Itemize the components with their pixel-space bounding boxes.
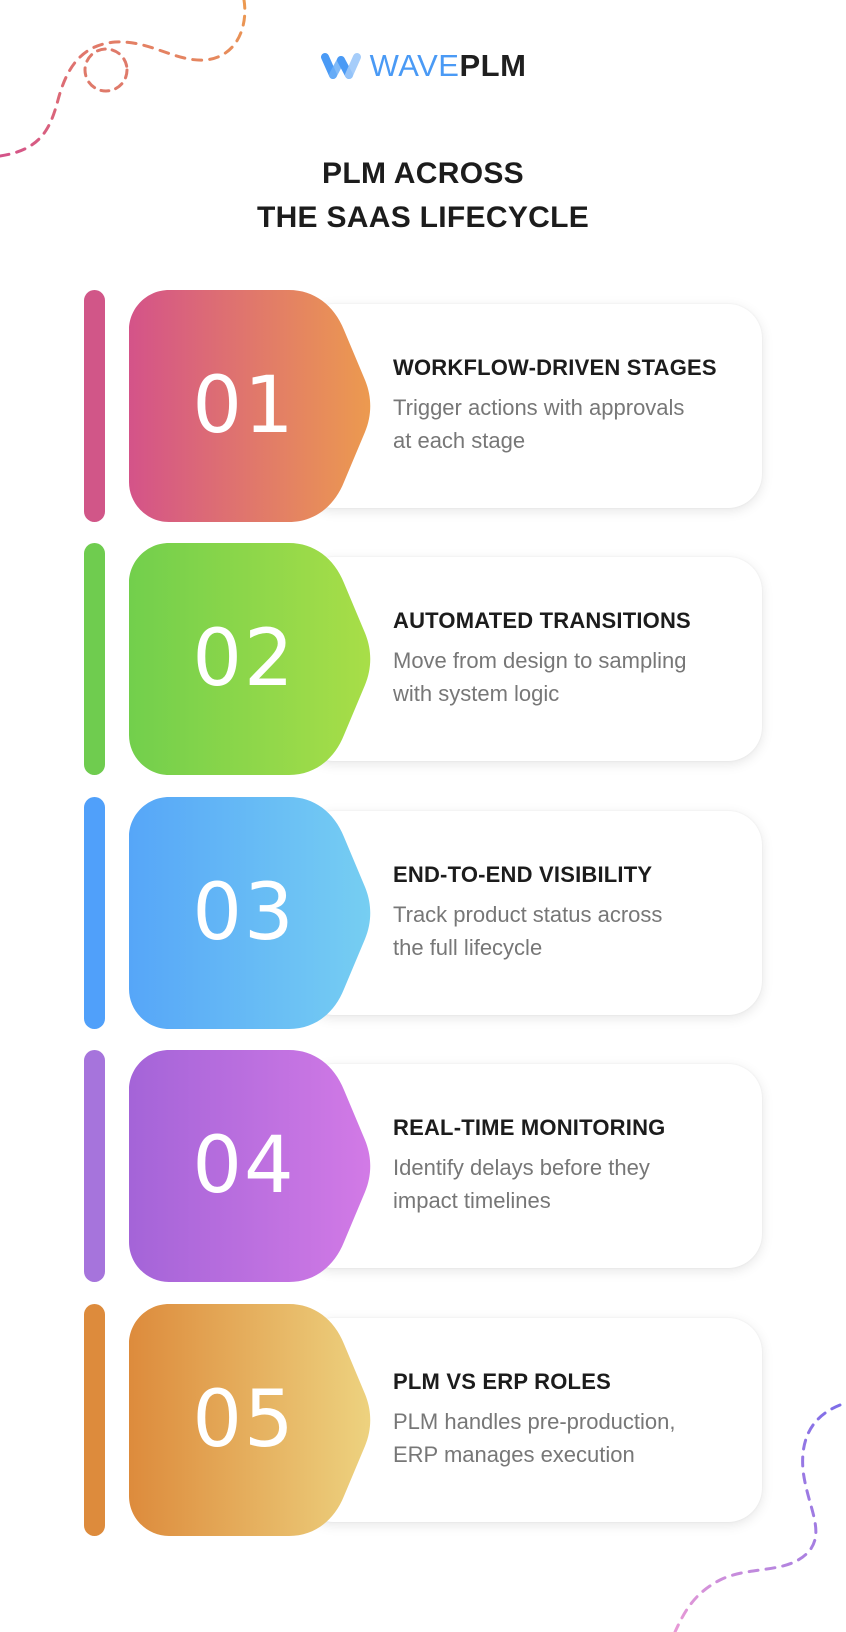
step-card <box>300 304 762 508</box>
step-description-line: Identify delays before they <box>393 1155 650 1180</box>
step-description-line: the full lifecycle <box>393 935 543 960</box>
step-description-line: Move from design to sampling <box>393 648 687 673</box>
step-description-line: Track product status across <box>393 902 663 927</box>
step-description-line: at each stage <box>393 428 526 453</box>
step-heading: END-TO-END VISIBILITY <box>393 862 653 887</box>
page-title-line-2: THE SAAS LIFECYCLE <box>256 201 590 234</box>
step-number-badge: 03 <box>129 797 372 1029</box>
step-description-line: ERP manages execution <box>393 1442 635 1467</box>
step-item-4: 04 REAL-TIME MONITORING Identify delays … <box>0 1050 846 1282</box>
wave-w-icon <box>320 52 361 79</box>
step-card <box>300 557 762 761</box>
step-text: AUTOMATED TRANSITIONS Move from design t… <box>393 543 753 775</box>
step-item-2: 02 AUTOMATED TRANSITIONS Move from desig… <box>0 543 846 775</box>
page-title: PLM ACROSS THE SAAS LIFECYCLE <box>0 152 846 240</box>
step-number: 02 <box>192 614 296 704</box>
step-accent-bar <box>84 1050 105 1282</box>
step-heading: PLM VS ERP ROLES <box>393 1369 611 1394</box>
step-description: Track product status across the full lif… <box>393 898 753 964</box>
step-heading: REAL-TIME MONITORING <box>393 1115 666 1140</box>
step-item-3: 03 END-TO-END VISIBILITY Track product s… <box>0 797 846 1029</box>
step-number: 03 <box>192 868 296 958</box>
step-text: WORKFLOW-DRIVEN STAGES Trigger actions w… <box>393 290 753 522</box>
step-text: PLM VS ERP ROLES PLM handles pre-product… <box>393 1304 753 1536</box>
step-number: 01 <box>192 361 296 451</box>
step-number-badge: 01 <box>129 290 372 522</box>
step-description-line: with system logic <box>393 681 560 706</box>
step-item-5: 05 PLM VS ERP ROLES PLM handles pre-prod… <box>0 1304 846 1536</box>
step-description: Trigger actions with approvals at each s… <box>393 391 753 457</box>
step-number: 04 <box>192 1121 296 1211</box>
step-accent-bar <box>84 797 105 1029</box>
step-description: PLM handles pre-production, ERP manages … <box>393 1405 753 1471</box>
step-text: END-TO-END VISIBILITY Track product stat… <box>393 797 753 1029</box>
step-accent-bar <box>84 290 105 522</box>
step-description: Identify delays before they impact timel… <box>393 1151 753 1217</box>
step-item-1: 01 WORKFLOW-DRIVEN STAGES Trigger action… <box>0 290 846 522</box>
brand-name-wave: WAVE <box>369 48 460 83</box>
step-text: REAL-TIME MONITORING Identify delays bef… <box>393 1050 753 1282</box>
brand-name-plm: PLM <box>459 48 527 83</box>
dashed-curve-top-left-decoration <box>0 0 247 158</box>
step-description: Move from design to sampling with system… <box>393 644 753 710</box>
step-number-badge: 05 <box>129 1304 372 1536</box>
step-accent-bar <box>84 1304 105 1536</box>
step-number-badge: 02 <box>129 543 372 775</box>
brand-name: WAVEPLM <box>370 50 527 81</box>
step-heading: WORKFLOW-DRIVEN STAGES <box>393 355 717 380</box>
step-description-line: PLM handles pre-production, <box>393 1409 676 1434</box>
step-description-line: Trigger actions with approvals <box>393 395 685 420</box>
step-number-badge: 04 <box>129 1050 372 1282</box>
step-card <box>300 1064 762 1268</box>
step-card <box>300 811 762 1015</box>
page-title-line-1: PLM ACROSS <box>322 157 524 190</box>
step-accent-bar <box>84 543 105 775</box>
step-card <box>300 1318 762 1522</box>
step-heading: AUTOMATED TRANSITIONS <box>393 608 691 633</box>
brand-logo: WAVEPLM <box>0 50 846 81</box>
step-description-line: impact timelines <box>393 1188 551 1213</box>
step-number: 05 <box>192 1375 296 1465</box>
